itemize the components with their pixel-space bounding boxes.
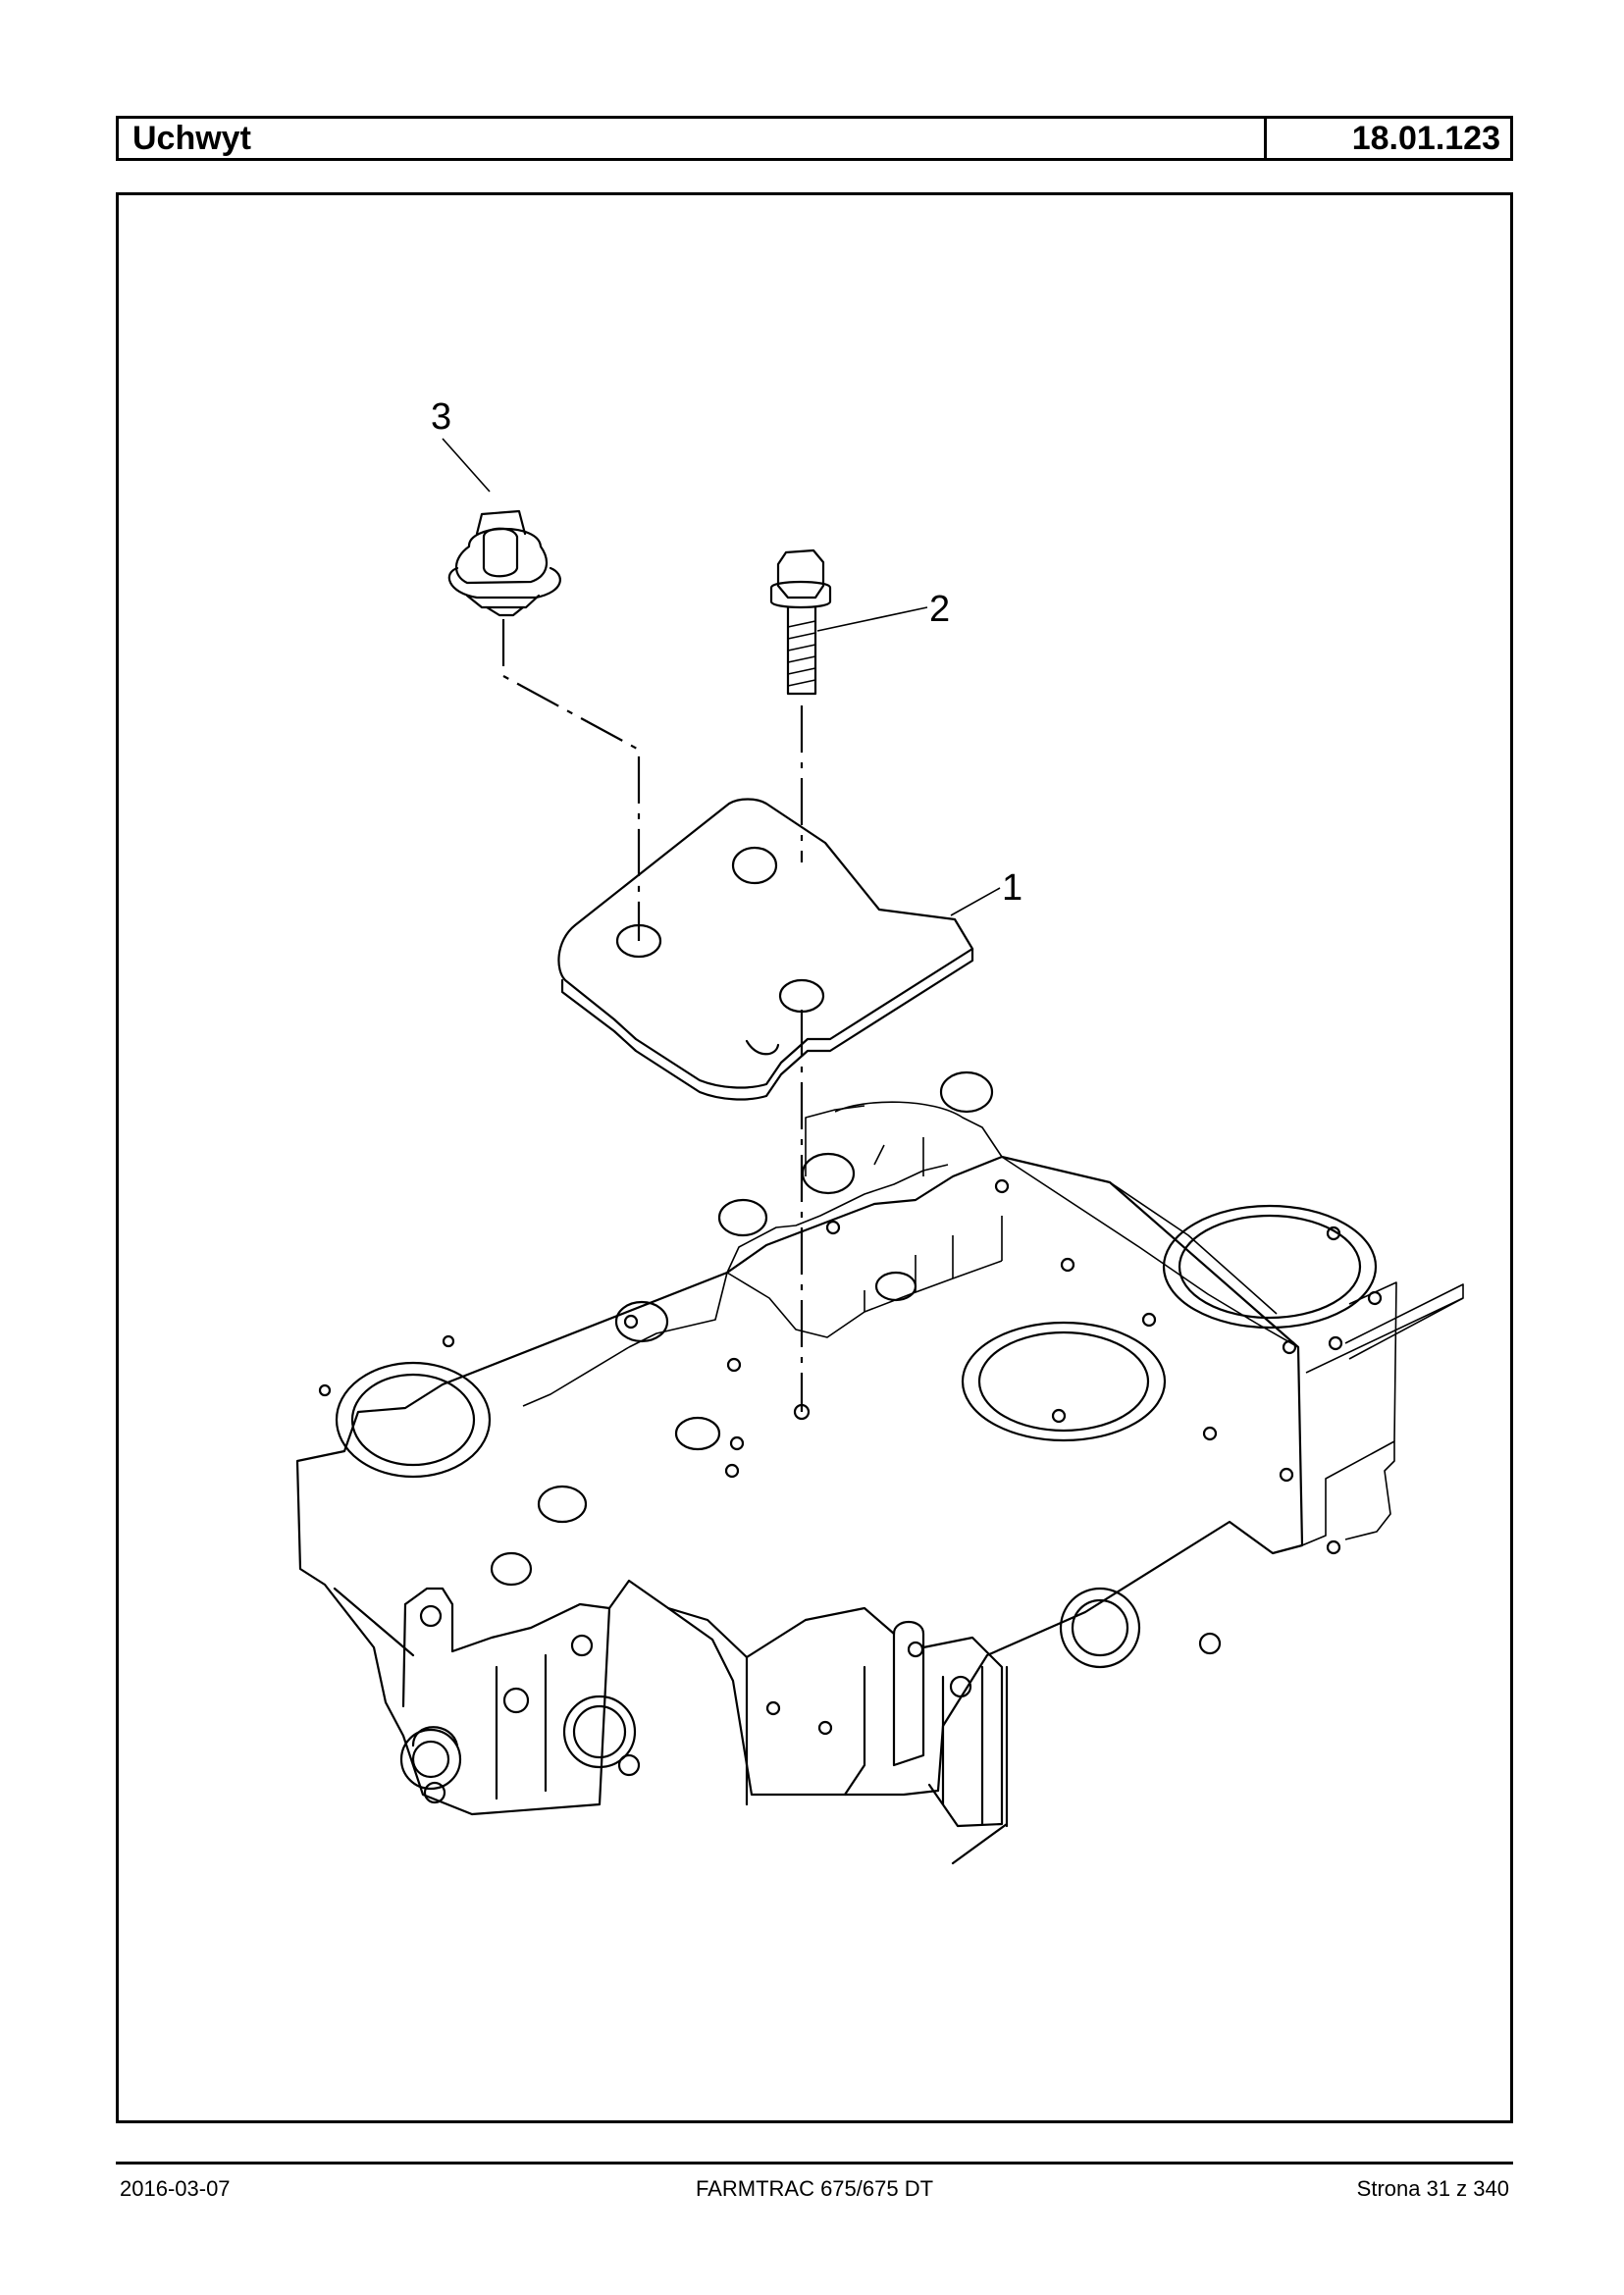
footer-date: 2016-03-07 — [120, 2176, 231, 2201]
footer-model: FARMTRAC 675/675 DT — [695, 2176, 934, 2201]
callout-3: 3 — [431, 396, 451, 438]
cylinder-head-part — [295, 1070, 1464, 1865]
page-header: Uchwyt 18.01.123 — [116, 116, 1513, 161]
hose-clip-part — [447, 509, 641, 941]
callout-2-leader — [816, 606, 928, 632]
flange-bolt-part — [769, 548, 832, 862]
cylinder-bore-front — [335, 1361, 492, 1479]
bracket-plate-part — [557, 798, 974, 1412]
part-group-title: Uchwyt — [132, 119, 251, 157]
exploded-diagram: 3 2 1 — [295, 396, 1464, 1865]
page-footer: 2016-03-07 FARMTRAC 675/675 DT Strona 31… — [116, 2176, 1513, 2206]
part-group-code: 18.01.123 — [1264, 119, 1510, 158]
cylinder-bore-left — [961, 1321, 1167, 1442]
cylinder-bore-right — [1162, 1204, 1378, 1330]
callout-1-leader — [950, 887, 1001, 916]
callout-1: 1 — [1002, 867, 1022, 909]
footer-divider — [116, 2162, 1513, 2165]
exploded-diagram-frame: 3 2 1 — [116, 192, 1513, 2123]
callout-3-leader — [442, 438, 491, 493]
footer-page-number: Strona 31 z 340 — [1356, 2176, 1509, 2201]
callout-2: 2 — [929, 589, 950, 630]
